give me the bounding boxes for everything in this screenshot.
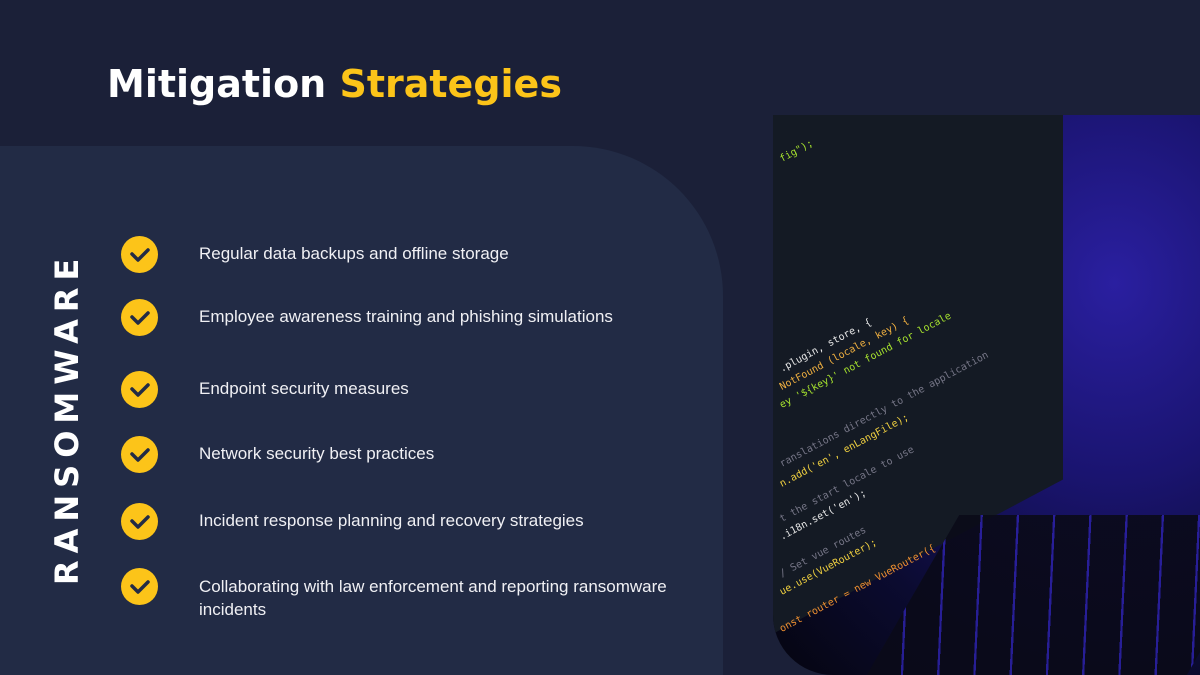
- check-circle-icon: [121, 371, 158, 408]
- strategy-item: Network security best practices: [121, 436, 434, 473]
- check-circle-icon: [121, 503, 158, 540]
- strategy-item: Endpoint security measures: [121, 371, 409, 408]
- laptop-code-photo: .plugin, store, { NotFound (locale, key)…: [773, 115, 1200, 675]
- title-main: Mitigation: [107, 62, 327, 106]
- side-label: RANSOMWARE: [48, 251, 86, 585]
- check-circle-icon: [121, 568, 158, 605]
- check-circle-icon: [121, 236, 158, 273]
- content-panel: [0, 146, 723, 675]
- strategy-text: Incident response planning and recovery …: [199, 511, 584, 530]
- strategy-item: Incident response planning and recovery …: [121, 503, 584, 540]
- check-circle-icon: [121, 299, 158, 336]
- strategy-text: Endpoint security measures: [199, 379, 409, 398]
- check-circle-icon: [121, 436, 158, 473]
- slide-title: Mitigation Strategies: [107, 62, 562, 106]
- strategy-text: Network security best practices: [199, 444, 435, 463]
- strategy-item: Regular data backups and offline storage: [121, 236, 509, 273]
- strategy-item: Employee awareness training and phishing…: [121, 299, 613, 336]
- strategy-text: Collaborating with law enforcement and r…: [199, 577, 667, 619]
- title-accent: Strategies: [339, 62, 562, 106]
- strategy-item: Collaborating with law enforcement and r…: [121, 568, 667, 619]
- strategy-text: Regular data backups and offline storage: [199, 244, 509, 263]
- strategy-text: Employee awareness training and phishing…: [199, 307, 613, 326]
